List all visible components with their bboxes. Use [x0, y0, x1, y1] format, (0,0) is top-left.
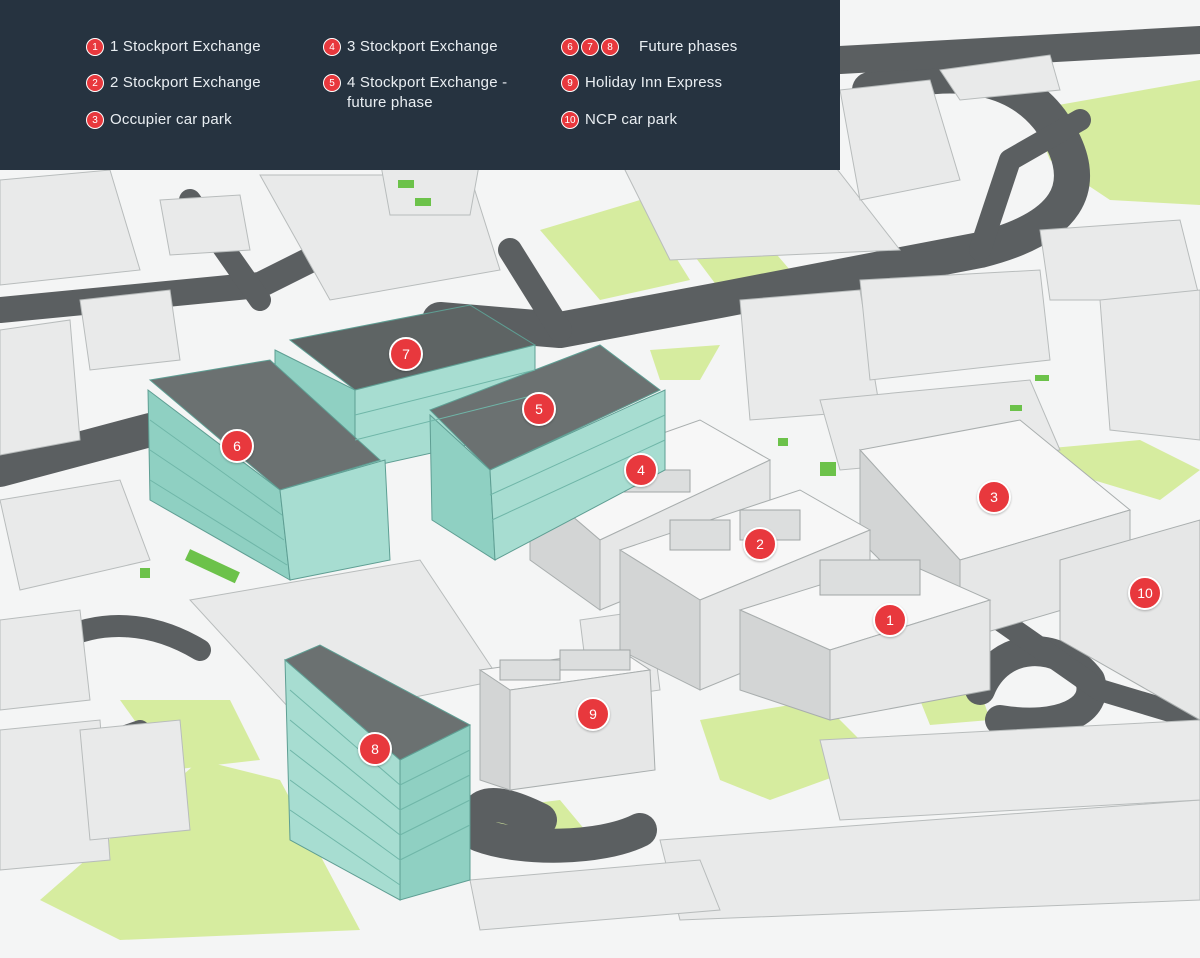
legend-badge: 6: [561, 38, 579, 56]
legend-badge: 10: [561, 111, 579, 129]
legend-badge: 4: [323, 38, 341, 56]
legend-label: 4 Stockport Exchange - future phase: [347, 74, 508, 111]
legend-label: Holiday Inn Express: [585, 74, 723, 91]
context-buildings: [0, 54, 1200, 931]
legend-badge: 5: [323, 74, 341, 92]
trees: [140, 180, 1049, 584]
map-legend: 1 1 Stockport Exchange 2 2 Stockport Exc…: [0, 0, 840, 170]
legend-item-3: 3 Occupier car park: [86, 110, 232, 130]
legend-badge: 8: [601, 38, 619, 56]
roads: [0, 26, 1200, 863]
legend-item-10: 10 NCP car park: [561, 110, 677, 130]
map-marker-7[interactable]: 7: [389, 337, 423, 371]
legend-label: 3 Stockport Exchange: [347, 38, 498, 55]
legend-item-2: 2 2 Stockport Exchange: [86, 73, 261, 93]
legend-badge: 2: [86, 74, 104, 92]
green-spaces: [40, 80, 1200, 940]
map-marker-1[interactable]: 1: [873, 603, 907, 637]
map-marker-3[interactable]: 3: [977, 480, 1011, 514]
legend-label: NCP car park: [585, 111, 678, 128]
legend-badge: 9: [561, 74, 579, 92]
map-marker-10[interactable]: 10: [1128, 576, 1162, 610]
map-marker-6[interactable]: 6: [220, 429, 254, 463]
legend-item-5: 5 4 Stockport Exchange - future phase: [323, 73, 507, 113]
map-marker-5[interactable]: 5: [522, 392, 556, 426]
legend-label: 1 Stockport Exchange: [110, 38, 261, 55]
legend-item-1: 1 1 Stockport Exchange: [86, 37, 261, 57]
legend-badge: 3: [86, 111, 104, 129]
map-marker-9[interactable]: 9: [576, 697, 610, 731]
glass-buildings: [147, 304, 666, 901]
legend-item-6: 6 7 8 Future phases: [561, 37, 738, 57]
legend-label: 2 Stockport Exchange: [110, 74, 261, 91]
legend-badge: 7: [581, 38, 599, 56]
rooftop-plant: [499, 469, 921, 681]
legend-item-9: 9 Holiday Inn Express: [561, 73, 722, 93]
map-marker-8[interactable]: 8: [358, 732, 392, 766]
legend-item-4: 4 3 Stockport Exchange: [323, 37, 498, 57]
legend-badge: 1: [86, 38, 104, 56]
legend-label: Occupier car park: [110, 111, 232, 128]
legend-label: Future phases: [639, 38, 738, 55]
map-marker-2[interactable]: 2: [743, 527, 777, 561]
map-marker-4[interactable]: 4: [624, 453, 658, 487]
